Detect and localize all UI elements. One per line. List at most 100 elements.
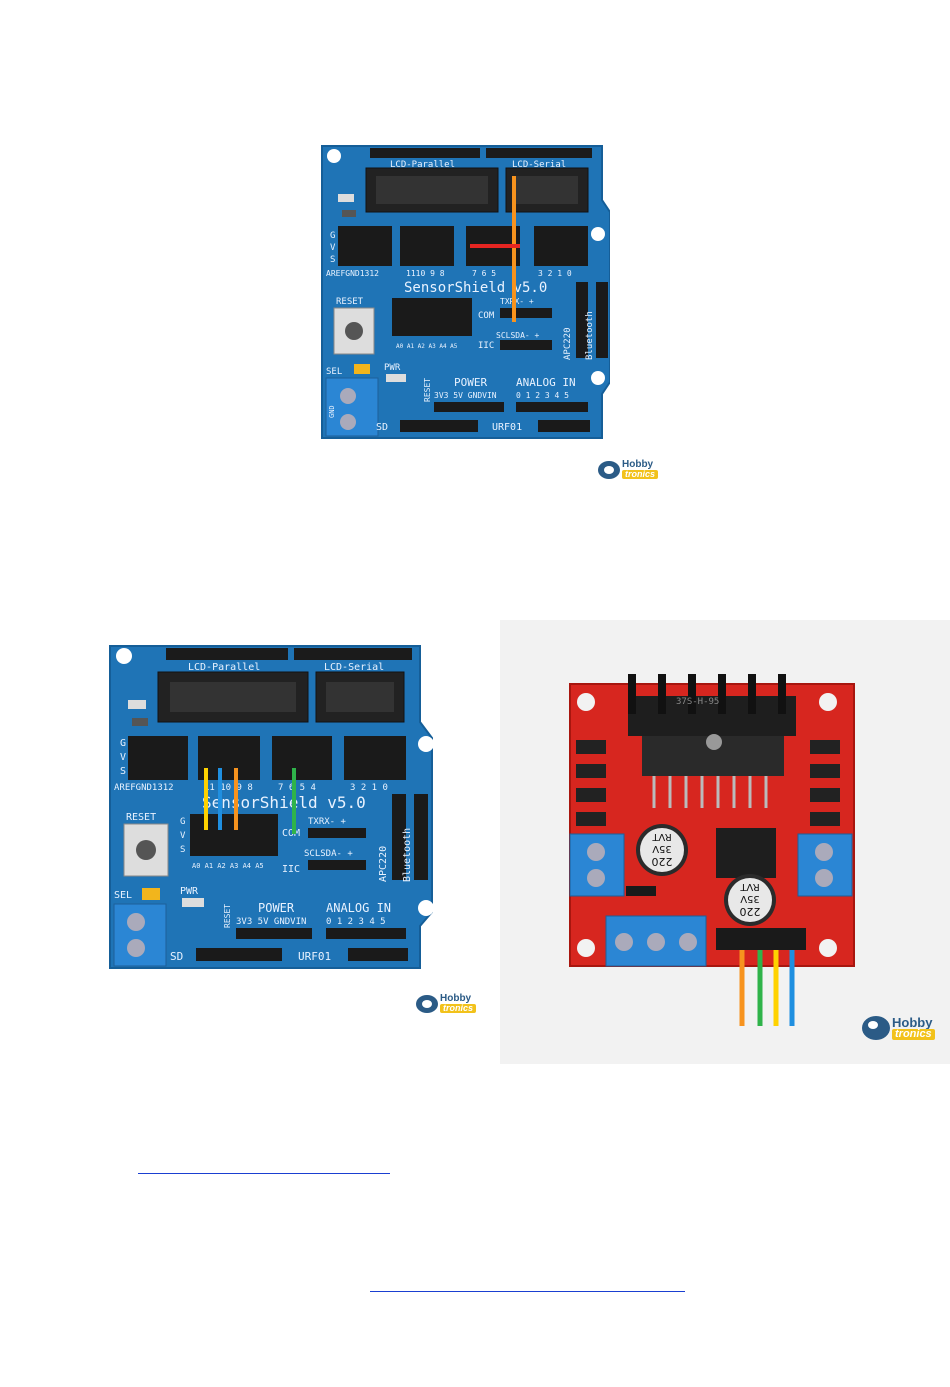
gvs-header-block-1 — [128, 736, 188, 780]
iic-label: IIC — [478, 341, 494, 351]
digital-far-label: 3 2 1 0 — [350, 783, 388, 793]
analog-nums-label: 0 1 2 3 4 5 — [326, 917, 386, 927]
reset-vert-label: RESET — [423, 378, 432, 402]
gvs-header-block-1 — [338, 226, 392, 266]
reset-label: RESET — [126, 812, 156, 823]
mount-hole — [591, 371, 605, 385]
com-label: COM — [282, 828, 300, 839]
hobbytronics-logo: Hobby tronics — [598, 459, 659, 479]
mount-hole — [577, 939, 595, 957]
regulator — [716, 828, 776, 878]
logo-tronics-text: tronics — [892, 1029, 935, 1040]
figure-motor-driver: 37S-H-95 220 35V RVT 220 — [566, 668, 858, 1032]
mount-hole — [577, 693, 595, 711]
gvs-header-block-2 — [198, 736, 260, 780]
apc-label: APC220 — [378, 846, 389, 882]
gnd-label: GND — [328, 405, 336, 418]
logo-hobby-text: Hobby — [440, 993, 472, 1004]
g-label: G — [330, 231, 335, 241]
digital-far-label: 3 2 1 0 — [538, 269, 572, 278]
cap1-value: 220 — [652, 855, 673, 868]
hobbytronics-icon — [862, 1016, 890, 1040]
cap2-volt: 35V — [740, 893, 760, 904]
power-pins-label: 3V3 5V GNDVIN — [236, 917, 306, 927]
sel-label: SEL — [114, 890, 132, 901]
apc-label: APC220 — [563, 327, 573, 360]
sclsda-label: SCLSDA- + — [304, 849, 353, 859]
digital-right-label: 7 6 5 — [472, 269, 496, 278]
urf-label: URF01 — [298, 950, 331, 963]
sd-label: SD — [170, 950, 183, 963]
chip-pins — [652, 776, 768, 808]
sd-label: SD — [376, 422, 388, 433]
urf-label: URF01 — [492, 422, 522, 433]
mount-hole — [418, 736, 434, 752]
mount-hole — [418, 900, 434, 916]
reset-vert-label: RESET — [223, 904, 232, 928]
s-label-2: S — [180, 845, 185, 855]
analog-in-label: ANALOG IN — [326, 901, 391, 915]
mount-hole — [591, 227, 605, 241]
shield-title: SensorShield v5.0 — [404, 280, 547, 296]
lcd-serial-label: LCD-Serial — [512, 160, 566, 170]
g-label-2: G — [180, 817, 185, 827]
analog-pins-label: A0 A1 A2 A3 A4 A5 — [192, 862, 264, 870]
lcd-serial-label: LCD-Serial — [324, 662, 384, 673]
analog-nums-label: 0 1 2 3 4 5 — [516, 391, 569, 400]
power-terminal — [325, 377, 379, 437]
motor-driver-svg: 37S-H-95 220 35V RVT 220 — [569, 674, 855, 1026]
cap1-brand: RVT — [651, 831, 671, 842]
figure-sensor-shield-bottom: LCD-Parallel LCD-Serial G V S AREFGND131… — [108, 642, 438, 972]
analog-pins-label: A0 A1 A2 A3 A4 A5 — [396, 343, 458, 350]
aref-label: AREFGND1312 — [114, 783, 174, 793]
digital-right-label: 7 6 5 4 — [278, 783, 316, 793]
cap1-volt: 35V — [652, 843, 672, 854]
power-label: POWER — [258, 901, 295, 915]
lcd-parallel-label: LCD-Parallel — [390, 160, 455, 170]
reset-label: RESET — [336, 297, 364, 307]
shield-title: SensorShield v5.0 — [202, 793, 366, 812]
hobbytronics-logo: Hobby tronics — [416, 993, 477, 1013]
lcd-parallel-label: LCD-Parallel — [188, 662, 260, 673]
hyperlink-1[interactable] — [138, 1173, 390, 1174]
s-label: S — [330, 255, 335, 265]
mount-hole — [327, 149, 341, 163]
sel-jumper — [142, 888, 160, 900]
hyperlink-2[interactable] — [370, 1291, 685, 1292]
hobbytronics-icon — [598, 460, 620, 479]
v-label-2: V — [180, 831, 186, 841]
power-label: POWER — [454, 376, 487, 389]
power-terminal — [113, 903, 167, 967]
gvs-header-block-2 — [400, 226, 454, 266]
digital-mid-label: 11 10 9 8 — [204, 783, 253, 793]
analog-header-block — [392, 298, 472, 336]
digital-mid-label: 1110 9 8 — [406, 269, 445, 278]
pwr-label: PWR — [180, 886, 199, 897]
sensor-shield-bottom-svg: LCD-Parallel LCD-Serial G V S AREFGND131… — [109, 645, 434, 969]
sel-jumper — [354, 364, 370, 374]
gvs-header-block-4 — [344, 736, 406, 780]
logo-hobby-text: Hobby — [622, 459, 654, 470]
s-label: S — [120, 766, 126, 777]
logo-tronics-text: tronics — [440, 1004, 477, 1013]
v-label: V — [120, 752, 126, 763]
mount-hole — [819, 693, 837, 711]
sel-label: SEL — [326, 367, 342, 377]
mount-hole — [116, 648, 132, 664]
g-label: G — [120, 738, 126, 749]
iic-label: IIC — [282, 864, 300, 875]
aref-label: AREFGND1312 — [326, 269, 379, 278]
pwr-label: PWR — [384, 363, 401, 373]
power-pins-label: 3V3 5V GNDVIN — [434, 391, 497, 400]
heatsink — [628, 696, 796, 736]
analog-in-label: ANALOG IN — [516, 376, 576, 389]
sensor-shield-top-svg: LCD-Parallel LCD-Serial G V S AREFGND131… — [321, 145, 611, 439]
sclsda-label: SCLSDA- + — [496, 331, 540, 340]
bluetooth-label: Bluetooth — [402, 828, 413, 882]
logo-tronics-text: tronics — [622, 470, 659, 479]
logo-hobby-text: Hobby — [892, 1015, 933, 1030]
heatsink-code: 37S-H-95 — [676, 697, 719, 707]
bluetooth-label: Bluetooth — [585, 311, 595, 360]
mount-hole — [819, 939, 837, 957]
hobbytronics-icon — [416, 994, 438, 1013]
